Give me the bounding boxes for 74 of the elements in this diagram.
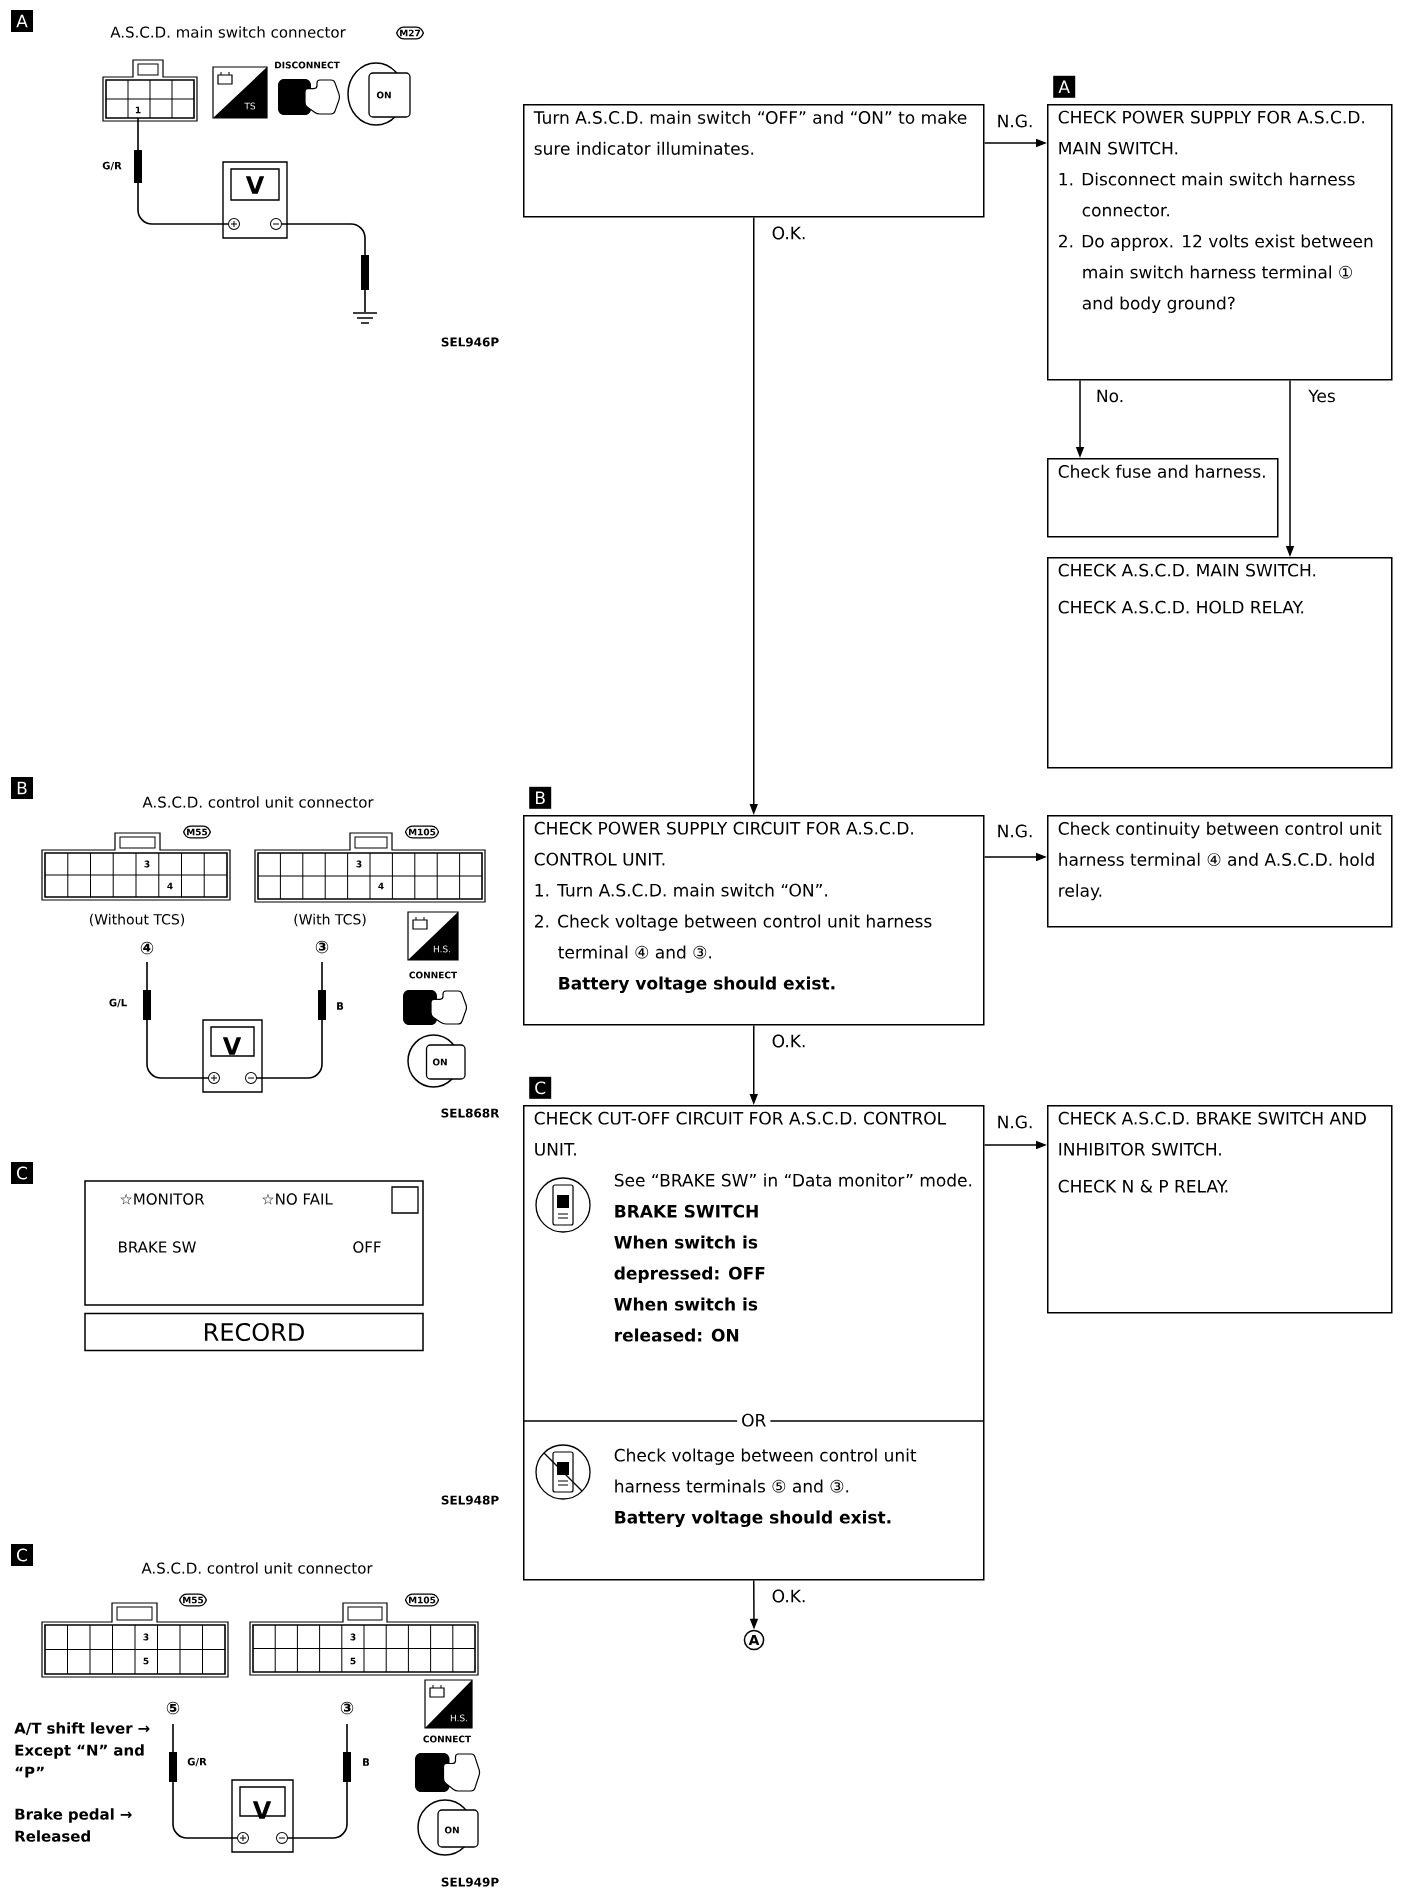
edge-label: O.K. xyxy=(770,225,808,241)
meter-letter: V xyxy=(245,176,265,194)
screen-text: OFF xyxy=(353,1241,381,1253)
screen-text: BRAKE SW xyxy=(119,1241,196,1253)
figure-code: SEL946P xyxy=(441,337,499,347)
process-box: Turn A.S.C.D. main switch “OFF” and “ON” to make sure indicator illuminates. xyxy=(523,104,985,218)
condition-note: A/T shift lever → Except “N” and “P” xyxy=(14,1722,150,1778)
icon-text: H.S. xyxy=(450,1714,468,1722)
terminal-number: ⑤ xyxy=(166,1701,180,1715)
process-box: CHECK POWER SUPPLY FOR A.S.C.D. MAIN SWITCH. 1. Disconnect main switch harness connector. 2. Do approx. 12 volts exist between main switch harness terminal ① and body ground? xyxy=(1047,104,1393,381)
icon-caption: DISCONNECT xyxy=(275,61,340,69)
process-box: CHECK CUT-OFF CIRCUIT FOR A.S.C.D. CONTROL UNIT. See “BRAKE SW” in “Data monitor” mode. BRAKE SWITCH When switch is depressed: OFF When switch is released: ON OR Check voltage between control unit harness terminals ⑤ and ③. Battery voltage should exist. xyxy=(523,1105,985,1581)
tag-letter: B xyxy=(11,777,33,799)
key-text: ON xyxy=(432,1058,447,1066)
connector-number: M105 xyxy=(405,1593,439,1607)
process-box: CHECK A.S.C.D. MAIN SWITCH. CHECK A.S.C.D. HOLD RELAY. xyxy=(1047,557,1393,769)
condition-note: Brake pedal → Released xyxy=(15,1808,132,1842)
wire-color: G/L xyxy=(109,998,127,1008)
record-bar: RECORD xyxy=(84,1312,424,1352)
icon-caption: CONNECT xyxy=(409,971,458,979)
process-box: CHECK POWER SUPPLY CIRCUIT FOR A.S.C.D. CONTROL UNIT. 1. Turn A.S.C.D. main switch “ON”. 2. Check voltage between control unit harness terminal ④ and ③. Battery voltage should exist. xyxy=(523,815,985,1026)
icon-caption: CONNECT xyxy=(423,1735,472,1743)
edge-label: Yes xyxy=(1307,388,1337,404)
wire-color: B xyxy=(337,1002,344,1010)
pin-number: 3 xyxy=(143,1633,149,1641)
edge-label: N.G. xyxy=(995,823,1035,839)
edge-label: No. xyxy=(1094,388,1126,404)
connector-title: A.S.C.D. control unit connector xyxy=(141,1562,373,1574)
edge-label: N.G. xyxy=(995,113,1035,129)
wire-color: B xyxy=(363,1758,370,1766)
pin-number: 5 xyxy=(143,1657,149,1665)
figure-code: SEL949P xyxy=(441,1877,499,1887)
pin-number: 4 xyxy=(167,882,173,890)
variant-caption: (With TCS) xyxy=(294,913,366,927)
meter-letter: V xyxy=(222,1037,242,1055)
key-text: ON xyxy=(444,1826,459,1834)
edge-label: O.K. xyxy=(770,1588,808,1604)
pin-number: 3 xyxy=(356,860,362,868)
figure-code: SEL948P xyxy=(441,1495,499,1505)
connector-number: M55 xyxy=(179,1593,207,1607)
terminal-number: ③ xyxy=(315,940,329,954)
tag-letter: A xyxy=(1053,75,1076,98)
pin-number: 1 xyxy=(135,106,141,114)
tag-letter: C xyxy=(11,1544,33,1566)
edge-label: O.K. xyxy=(770,1033,808,1049)
process-box: CHECK A.S.C.D. BRAKE SWITCH AND INHIBITOR SWITCH. CHECK N & P RELAY. xyxy=(1047,1105,1393,1314)
tag-letter: C xyxy=(11,1162,33,1184)
screen-text: ☆MONITOR xyxy=(120,1193,205,1205)
pin-number: 4 xyxy=(378,882,384,890)
terminal-number: ④ xyxy=(140,941,154,955)
edge-label: N.G. xyxy=(995,1114,1035,1130)
connector-number: M105 xyxy=(405,825,439,839)
tag-letter: B xyxy=(529,786,552,809)
meter-letter: V xyxy=(252,1801,272,1819)
connector-number: M27 xyxy=(396,26,424,40)
screen-text: ☆NO FAIL xyxy=(262,1193,333,1205)
variant-caption: (Without TCS) xyxy=(89,913,185,927)
icon-text: TS xyxy=(244,102,256,110)
process-box: Check continuity between control unit harness terminal ④ and A.S.C.D. hold relay. xyxy=(1047,815,1393,928)
connector-title: A.S.C.D. control unit connector xyxy=(142,796,374,808)
wire-color: G/R xyxy=(187,1757,207,1767)
pin-number: 3 xyxy=(350,1633,356,1641)
figure-code: SEL868R xyxy=(441,1108,500,1118)
wire-color: G/R xyxy=(102,161,122,171)
terminal-number: ③ xyxy=(340,1701,354,1715)
tag-letter: A xyxy=(11,10,33,32)
pin-number: 3 xyxy=(144,860,150,868)
tag-letter: C xyxy=(529,1076,552,1099)
key-text: ON xyxy=(376,91,391,99)
icon-text: H.S. xyxy=(433,945,451,953)
process-box: Check fuse and harness. xyxy=(1047,458,1279,538)
connector-title: A.S.C.D. main switch connector xyxy=(110,26,346,38)
connector-number: M55 xyxy=(183,825,211,839)
pin-number: 5 xyxy=(350,1657,356,1665)
